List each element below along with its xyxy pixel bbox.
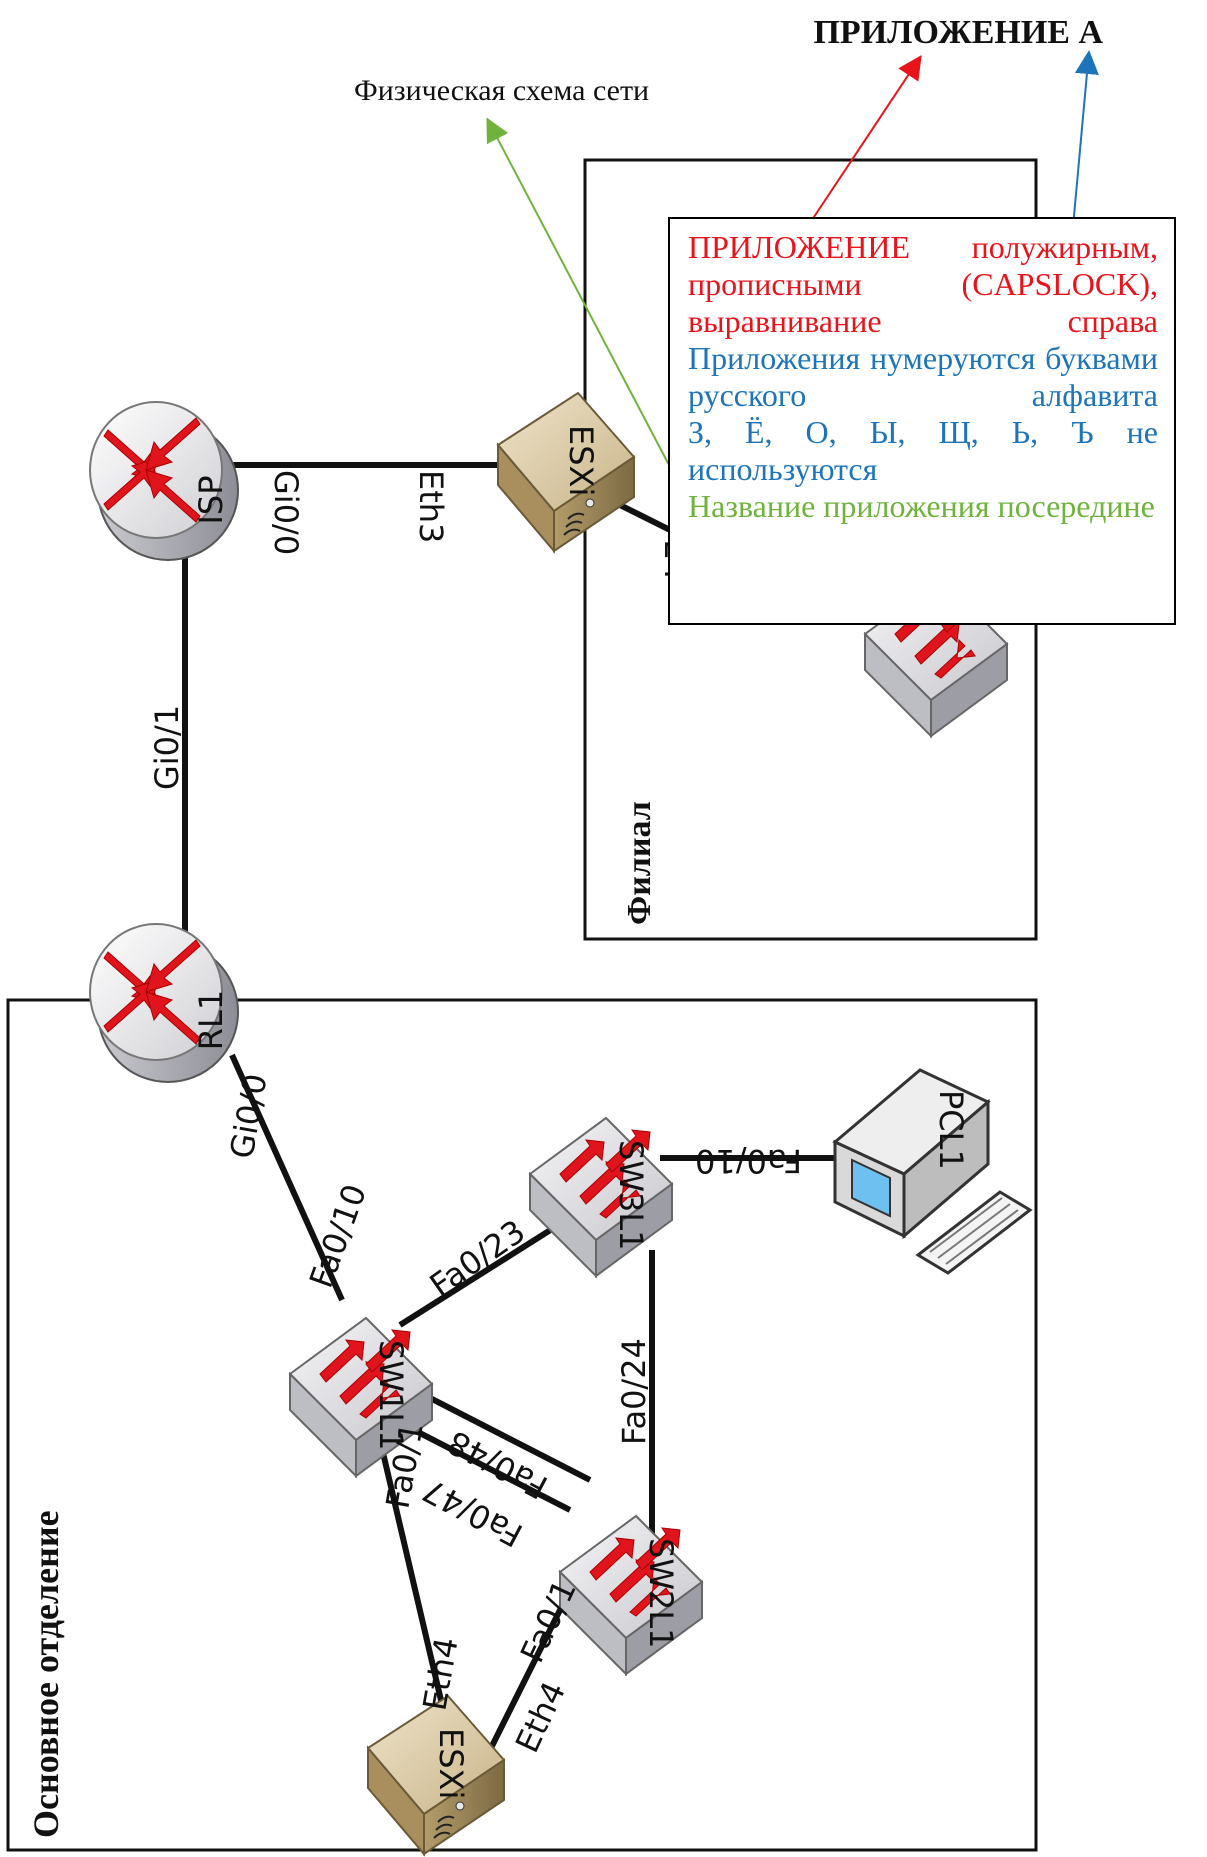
zone-label-main: Основное отделение [26,1510,66,1838]
port-sw3-fa024: Fa0/24 [615,1338,653,1445]
port-sw1-fa023: Fa0/23 [423,1212,532,1304]
port-esxi-eth3: Eth3 [412,470,450,543]
links [182,462,855,1772]
main-zone-box [6,998,1038,1852]
port-rl1-gi00: Gi0/0 [222,1071,274,1161]
label-rl1: RL1 [192,990,230,1050]
label-esxi-branch: ESXi [562,425,600,496]
page-title: ПРИЛОЖЕНИЕ А [813,14,1103,51]
label-esxi-main: ESXi [432,1728,470,1799]
note-line-4: Название приложения посередине [688,488,1155,524]
arrow-green [486,117,691,506]
port-isp-gi01: Gi0/1 [148,705,186,790]
arrow-red [799,55,922,239]
label-sw3: SW3L1 [612,1140,650,1251]
pc-icon[interactable] [832,1068,1033,1275]
link-sw2-esxi [477,1578,578,1772]
zone-label-branch: Филиал [621,801,658,925]
link-rl1-sw1 [229,1053,345,1302]
label-sw1: SW1L1 [372,1340,410,1451]
note-line-2: Приложения нумеруются буквами русского а… [688,340,1158,413]
scheme-title: Физическая схема сети [354,74,650,107]
port-esxi-eth4-a: Eth4 [415,1634,465,1713]
port-isp-gi00: Gi0/0 [267,470,305,555]
label-sw2: SW2L1 [642,1538,680,1649]
label-isp: ISP [192,475,230,524]
label-pc: PCL1 [932,1090,970,1170]
note-line-1: ПРИЛОЖЕНИЕ полужирным, прописными (CAPSL… [688,229,1158,339]
note-line-3: З, Ё, О, Ы, Щ, Ь, Ъ не используются [688,414,1158,487]
port-sw3-fa010: Fa0/10 [695,1142,802,1180]
annotation-note-box: ПРИЛОЖЕНИЕ полужирным, прописными (CAPSL… [668,217,1176,625]
